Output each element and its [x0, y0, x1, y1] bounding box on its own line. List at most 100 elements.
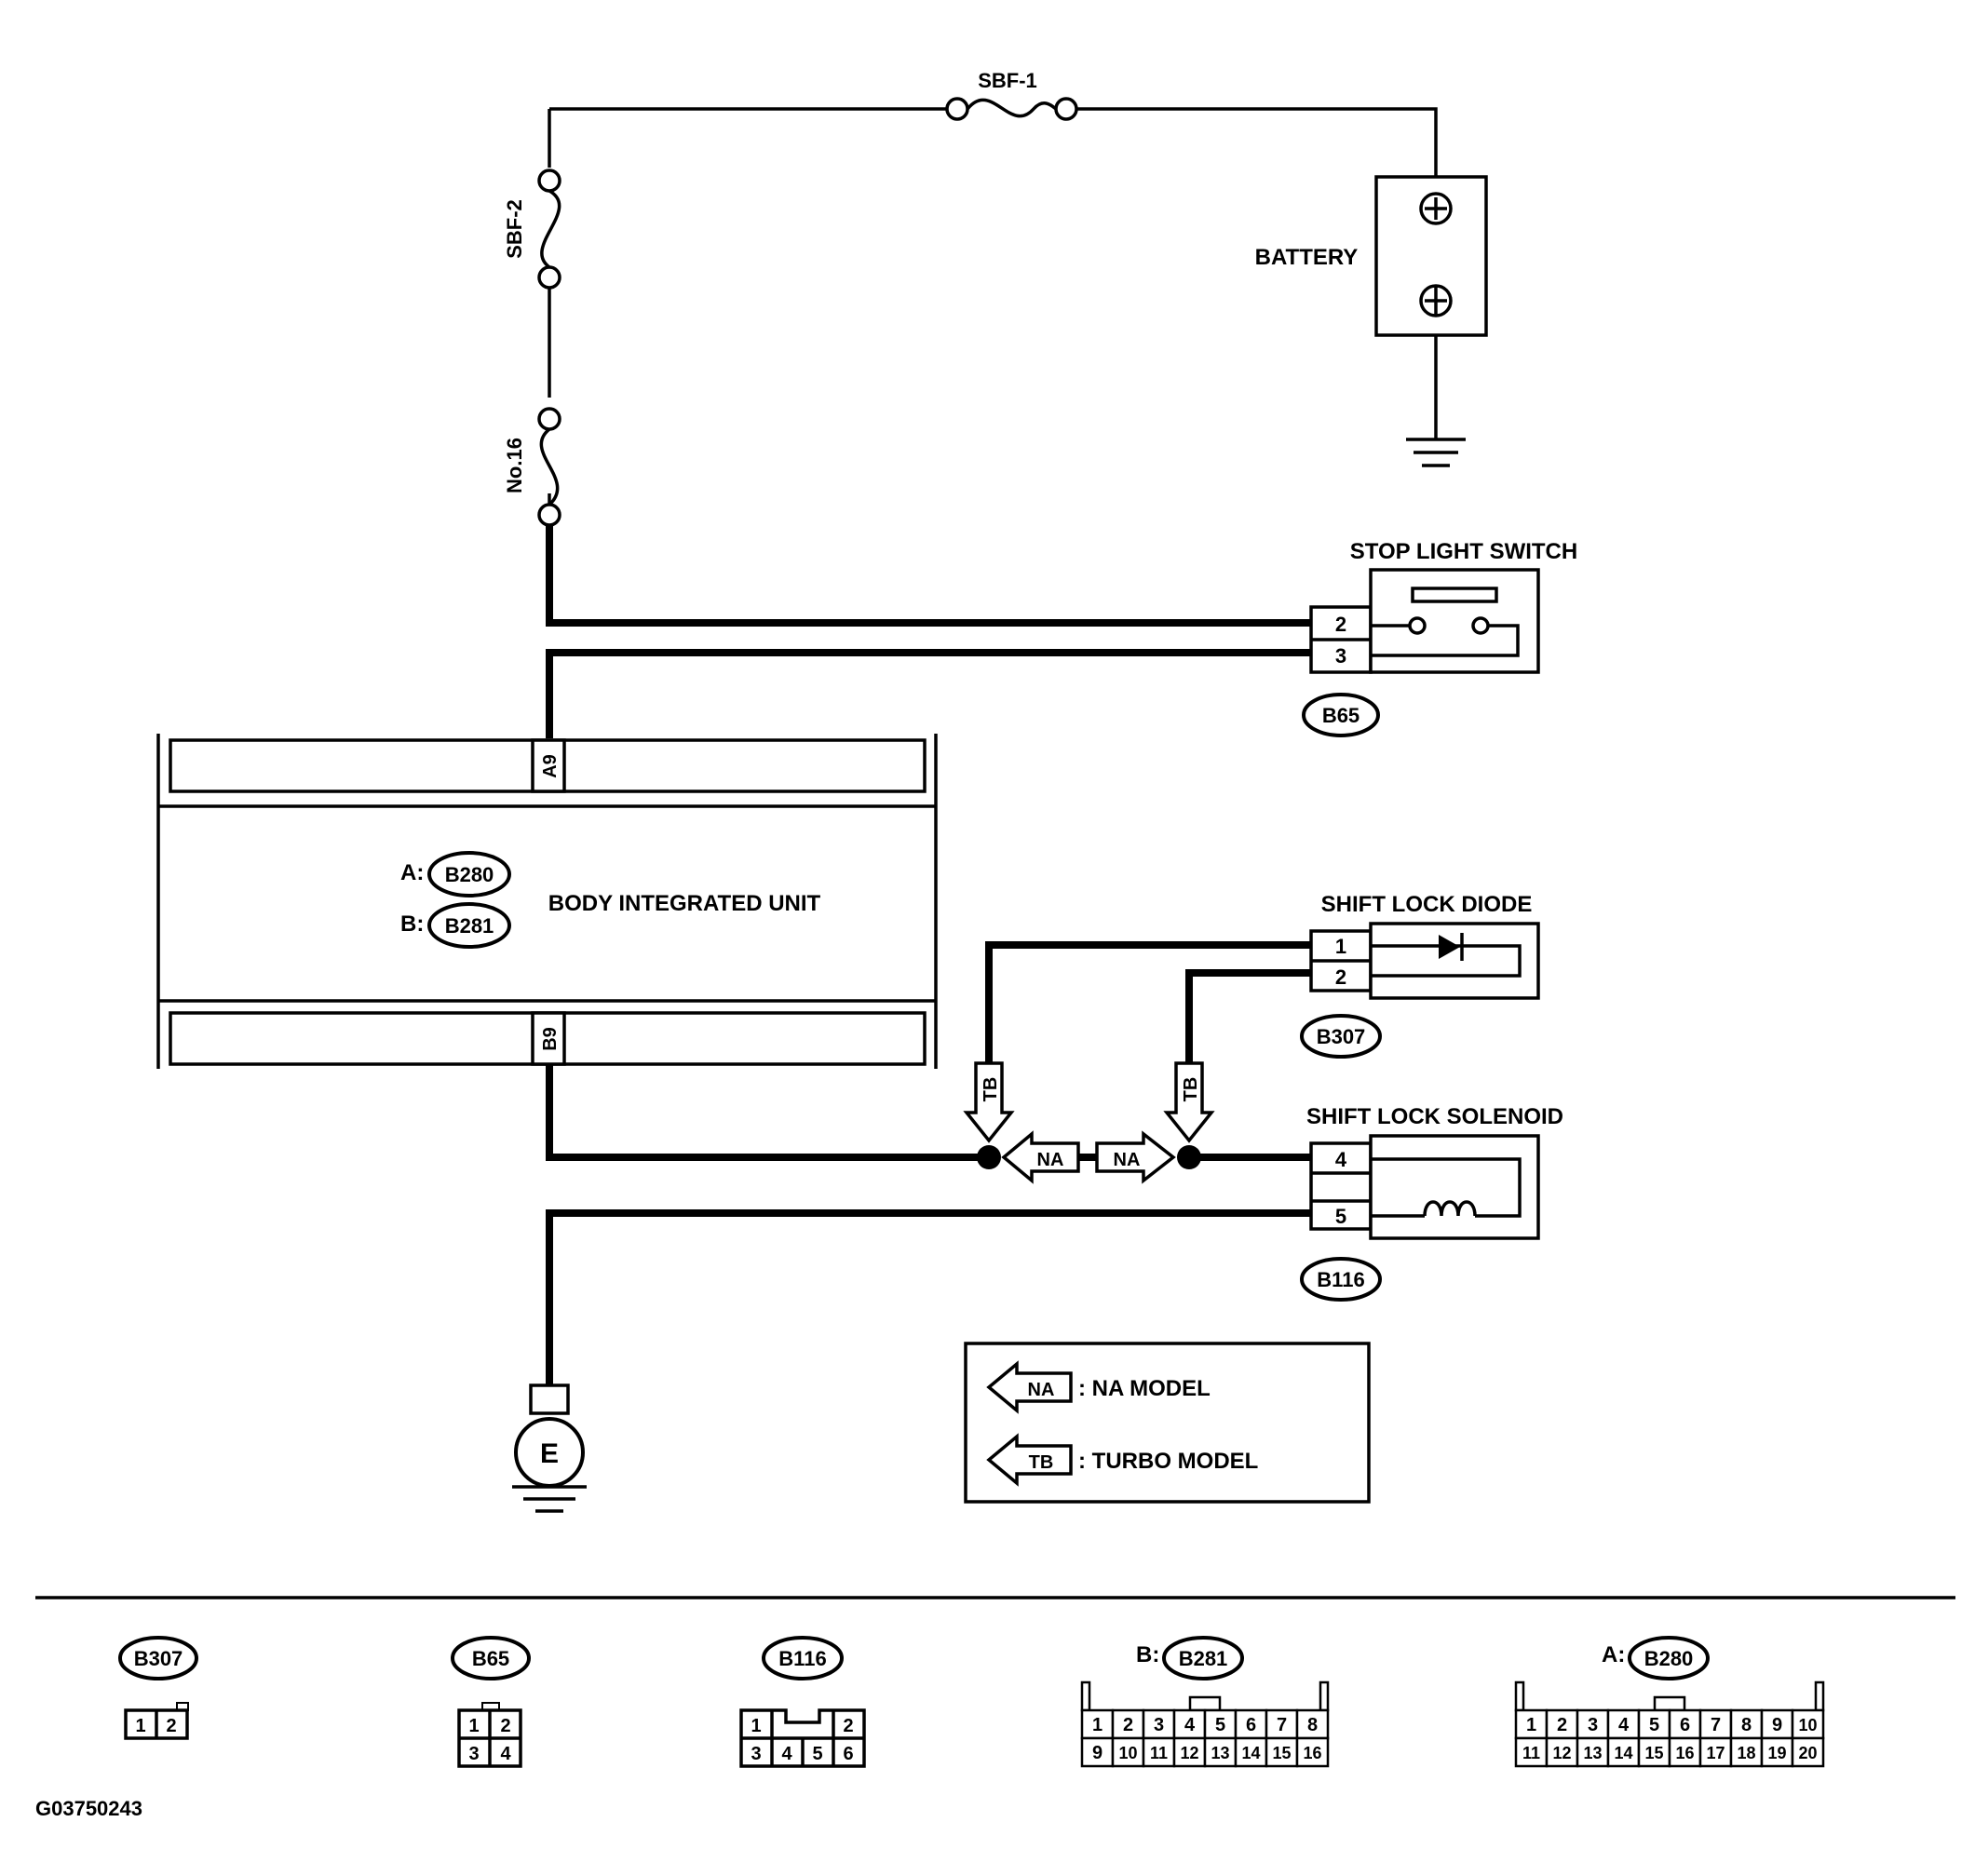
sbf1-fuse-icon — [945, 97, 1078, 121]
connector-view-b281-pin: 5 — [1215, 1715, 1225, 1735]
connector-view-b281-badge — [1162, 1636, 1244, 1680]
legend-tb-arrow-icon — [986, 1433, 1073, 1487]
connector-view-b280-label: B280 — [1644, 1647, 1694, 1670]
connector-view-b280-post — [1514, 1680, 1525, 1712]
connector-view-b281-pin: 13 — [1211, 1744, 1229, 1762]
connector-view-b281-post — [1319, 1680, 1330, 1712]
connector-view-b280-pin: 5 — [1649, 1715, 1659, 1735]
connector-view-b280-pin: 6 — [1680, 1715, 1690, 1735]
connector-view-b280-pin: 20 — [1798, 1744, 1817, 1762]
connector-view-b281-pin: 1 — [1092, 1715, 1102, 1735]
b307-pin-1: 1 — [1335, 935, 1346, 958]
connector-view-b280-cell — [1514, 1736, 1549, 1768]
b116-pin-4: 4 — [1335, 1148, 1347, 1171]
b116-pin-5: 5 — [1335, 1205, 1346, 1228]
pin-b9: B9 — [540, 1027, 561, 1051]
wire-diode2-to-right-junction — [1185, 969, 1311, 1080]
connector-view-b307-pin: 2 — [166, 1716, 176, 1736]
connector-view-b307-label: B307 — [134, 1647, 183, 1670]
sbf1-label: SBF-1 — [978, 69, 1037, 92]
connector-view-b280-cell — [1514, 1708, 1549, 1740]
connector-view-b116-pin: 6 — [843, 1744, 853, 1764]
sbf2-label: SBF-2 — [503, 199, 526, 259]
na-arrow-left-icon — [1001, 1130, 1097, 1184]
connector-view-b65-label: B65 — [472, 1647, 509, 1670]
legend-na-text: : NA MODEL — [1078, 1376, 1211, 1401]
b307-connector-label: B307 — [1317, 1025, 1366, 1048]
na-label-right: NA — [1114, 1150, 1141, 1170]
b280-connector-label: B280 — [445, 863, 494, 886]
connector-view-b280-cell — [1606, 1736, 1641, 1768]
connector-view-b116-pin: 2 — [843, 1716, 853, 1736]
connector-view-b281-post — [1080, 1680, 1091, 1712]
tb-arrow-right-icon — [1163, 1061, 1215, 1143]
connector-view-b281-pin: 7 — [1277, 1715, 1287, 1735]
connector-view-b281-pin: 10 — [1118, 1744, 1137, 1762]
figure-code: G03750243 — [35, 1797, 142, 1820]
connector-view-b280-pin: 8 — [1741, 1715, 1752, 1735]
b281-connector-label: B281 — [445, 914, 494, 938]
connector-view-b280-pin: 17 — [1706, 1744, 1725, 1762]
connector-view-b280-pin: 13 — [1583, 1744, 1602, 1762]
connector-view-b280-post — [1814, 1680, 1825, 1712]
tb-label-right: TB — [1181, 1077, 1201, 1102]
connector-view-b281-pin: 6 — [1246, 1715, 1256, 1735]
connector-view-b116 — [739, 1636, 866, 1768]
connector-view-b65-pin: 2 — [500, 1716, 510, 1736]
shift-lock-solenoid-label: SHIFT LOCK SOLENOID — [1306, 1104, 1563, 1129]
connector-view-b280-pin: 14 — [1614, 1744, 1632, 1762]
shift-lock-diode — [1309, 922, 1540, 1000]
connector-view-b280-pin: 16 — [1675, 1744, 1694, 1762]
connector-view-b280-cell — [1791, 1736, 1825, 1768]
connector-view-b280-pin: 19 — [1767, 1744, 1786, 1762]
b65-pin-2: 2 — [1335, 613, 1346, 636]
connector-view-b280-pin: 2 — [1557, 1715, 1567, 1735]
battery-ground-icon — [1406, 438, 1466, 467]
junction-right — [1177, 1145, 1201, 1169]
connector-view-b280-pin: 7 — [1711, 1715, 1721, 1735]
solenoid-coil-icon — [1371, 1200, 1499, 1218]
connector-view-b280-cell — [1668, 1708, 1702, 1740]
connector-view-b65 — [451, 1636, 531, 1768]
connector-view-b281-pin: 8 — [1307, 1715, 1318, 1735]
connector-view-b65-pin: 4 — [500, 1744, 511, 1764]
connector-view-b280-cell — [1637, 1736, 1671, 1768]
legend-na-arrow-icon — [986, 1360, 1073, 1414]
connector-view-b280-pin: 4 — [1618, 1715, 1630, 1735]
connector-view-b281-pin: 15 — [1272, 1744, 1291, 1762]
power-supply-circuit — [548, 107, 1438, 526]
connector-view-b280-prefix: A: — [1602, 1642, 1625, 1667]
connector-view-b281-key — [1188, 1695, 1222, 1712]
b116-connector-label: B116 — [1317, 1268, 1364, 1291]
shift-lock-diode-label: SHIFT LOCK DIODE — [1321, 892, 1533, 917]
connector-view-b116-pin: 3 — [751, 1744, 761, 1764]
body-integrated-unit — [156, 734, 938, 1069]
connector-view-b280-pin: 15 — [1644, 1744, 1663, 1762]
connector-view-b281-pin: 11 — [1150, 1744, 1168, 1762]
wire-switch-to-a9 — [546, 649, 1311, 738]
b307-connector-badge: B307 — [1300, 1014, 1382, 1059]
connector-view-b280-cell — [1760, 1736, 1794, 1768]
wire-fuse-to-switch — [546, 526, 1311, 627]
body-unit-label: BODY INTEGRATED UNIT — [548, 891, 821, 916]
na-arrow-right-icon — [1095, 1130, 1176, 1184]
connector-view-b281-cell — [1295, 1736, 1330, 1768]
legend — [964, 1342, 1371, 1504]
connector-view-b281-cell — [1203, 1736, 1238, 1768]
connector-view-b281-pin: 4 — [1184, 1715, 1196, 1735]
connector-view-b280-cell — [1698, 1736, 1733, 1768]
connector-view-b281-pin: 2 — [1123, 1715, 1133, 1735]
junction-left — [977, 1145, 1001, 1169]
sbf2-fuse-icon — [537, 169, 561, 290]
body-unit-conn-a-prefix: A: — [400, 860, 424, 885]
connector-view-b280-pin: 18 — [1737, 1744, 1755, 1762]
connector-view-b307-pin: 1 — [135, 1716, 145, 1736]
connector-view-b281-pin: 3 — [1154, 1715, 1164, 1735]
connector-view-b280-pin: 9 — [1772, 1715, 1782, 1735]
na-label-left: NA — [1037, 1150, 1064, 1170]
connector-view-b281-cell — [1080, 1708, 1115, 1740]
connector-view-b280-pin: 3 — [1588, 1715, 1598, 1735]
